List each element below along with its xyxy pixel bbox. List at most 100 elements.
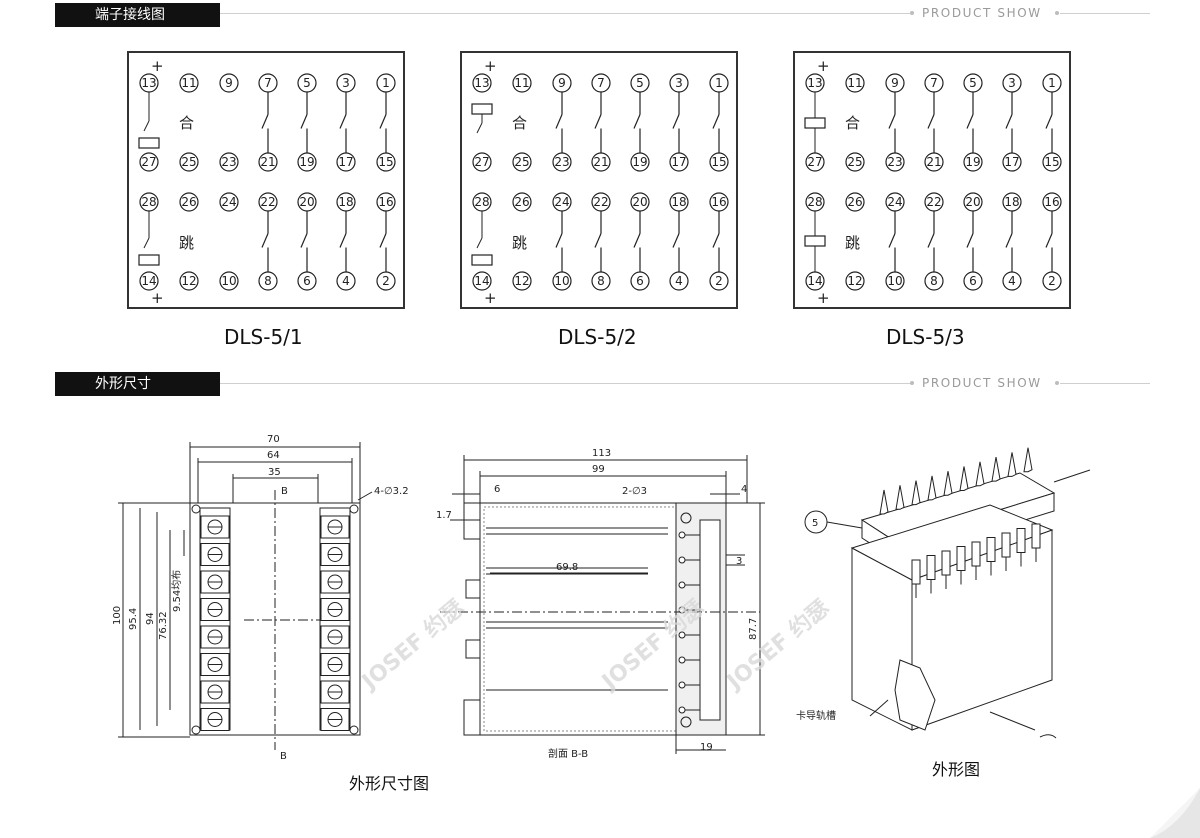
close-coil [804, 117, 826, 129]
rule-dot [1055, 11, 1059, 15]
svg-text:6: 6 [303, 274, 311, 288]
dim-19: 19 [700, 742, 713, 753]
svg-text:1: 1 [715, 76, 723, 90]
terminal-10: 10 [885, 271, 905, 291]
terminal-1: 1 [376, 73, 396, 93]
iso-terminal [926, 555, 936, 580]
svg-text:19: 19 [632, 155, 647, 169]
svg-text:2: 2 [382, 274, 390, 288]
watermark-text-1: JOSEF 约瑟 [356, 595, 470, 696]
svg-text:5: 5 [636, 76, 644, 90]
terminal-14: 14 [805, 271, 825, 291]
trip-contact [300, 211, 308, 272]
terminal-15: 15 [1042, 152, 1062, 172]
front-dim-text: 70 64 35 B B 4-∅3.2 100 95.4 94 76.32 9.… [112, 434, 409, 762]
dim-69-8: 69.8 [556, 562, 578, 573]
terminal-2: 2 [709, 271, 729, 291]
dim-holes: 4-∅3.2 [374, 486, 409, 497]
dim-95: 95.4 [128, 608, 139, 630]
page-curl-decoration [1150, 788, 1200, 838]
section-mark-b-bottom: B [280, 751, 287, 762]
close-contact [888, 92, 896, 153]
terminal-12: 12 [179, 271, 199, 291]
terminal-26: 26 [179, 192, 199, 212]
svg-text:25: 25 [181, 155, 196, 169]
trip-coil [804, 235, 826, 247]
plus-sign: + [817, 289, 830, 307]
dim-4: 4 [741, 484, 747, 495]
terminal-25: 25 [845, 152, 865, 172]
svg-text:6: 6 [636, 274, 644, 288]
svg-text:25: 25 [514, 155, 529, 169]
trip-contact [1045, 211, 1053, 272]
cooling-fin [959, 466, 969, 491]
front-view [118, 442, 373, 750]
terminal-5: 5 [963, 73, 983, 93]
svg-text:20: 20 [965, 195, 980, 209]
terminal-24: 24 [885, 192, 905, 212]
pin [678, 556, 686, 564]
svg-text:2: 2 [1048, 274, 1056, 288]
trip-coil [471, 254, 493, 266]
terminal-1: 1 [1042, 73, 1062, 93]
svg-text:11: 11 [514, 76, 529, 90]
svg-text:27: 27 [807, 155, 822, 169]
iso-text: 5 卡导轨槽 [796, 518, 836, 722]
terminal-26: 26 [512, 192, 532, 212]
terminal-12: 12 [845, 271, 865, 291]
svg-text:10: 10 [554, 274, 569, 288]
section-title-wiring: 端子接线图 [55, 3, 220, 27]
iso-terminal [971, 541, 981, 567]
section-label: 剖面 B-B [548, 747, 588, 760]
close-contact [927, 92, 935, 153]
terminal-5: 5 [297, 73, 317, 93]
trip-contact [555, 211, 563, 272]
terminal-6: 6 [297, 271, 317, 291]
svg-text:1: 1 [382, 76, 390, 90]
plus-sign: + [484, 57, 497, 75]
terminal-4: 4 [336, 271, 356, 291]
section-rule [220, 13, 910, 14]
svg-text:13: 13 [807, 76, 822, 90]
terminal-14: 14 [139, 271, 159, 291]
section-rule [1060, 13, 1150, 14]
iso-terminal [986, 537, 996, 562]
svg-text:27: 27 [141, 155, 156, 169]
svg-text:8: 8 [264, 274, 272, 288]
terminal-1: 1 [709, 73, 729, 93]
svg-text:6: 6 [969, 274, 977, 288]
section-dim-text: 113 99 6 2-∅3 4 1.7 69.8 3 87.7 19 剖面 B-… [436, 448, 759, 760]
terminal-27: 27 [139, 152, 159, 172]
terminal-19: 19 [297, 152, 317, 172]
svg-text:22: 22 [593, 195, 608, 209]
terminal-11: 11 [845, 73, 865, 93]
terminal-22: 22 [591, 192, 611, 212]
close-coil [138, 137, 160, 149]
terminal-26: 26 [845, 192, 865, 212]
terminal-13: 13 [805, 73, 825, 93]
svg-text:7: 7 [930, 76, 938, 90]
svg-text:21: 21 [260, 155, 275, 169]
svg-text:23: 23 [554, 155, 569, 169]
svg-text:18: 18 [338, 195, 353, 209]
close-contact [633, 92, 641, 153]
dim-113: 113 [592, 448, 611, 459]
terminal-24: 24 [552, 192, 572, 212]
svg-text:3: 3 [342, 76, 350, 90]
terminal-23: 23 [885, 152, 905, 172]
terminal-2: 2 [376, 271, 396, 291]
terminal-16: 16 [709, 192, 729, 212]
dim-99: 99 [592, 464, 605, 475]
svg-text:21: 21 [593, 155, 608, 169]
trip-contact [1005, 211, 1013, 272]
svg-text:14: 14 [141, 274, 156, 288]
close-contact [555, 92, 563, 153]
terminal-14: 14 [472, 271, 492, 291]
iso-callout: 5 [812, 518, 818, 529]
terminal-13: 13 [472, 73, 492, 93]
terminal-9: 9 [552, 73, 572, 93]
trip-contact [633, 211, 641, 272]
svg-text:15: 15 [378, 155, 393, 169]
